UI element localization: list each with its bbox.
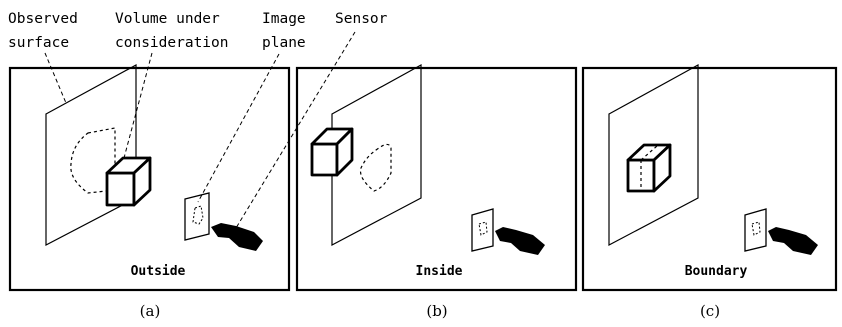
annotation-sensor: Sensor [335, 11, 388, 27]
sensor-camera [211, 223, 263, 251]
panel-sublabel-b: (b) [426, 302, 447, 320]
leader-observed-surface [44, 52, 67, 104]
panel-boundary: Boundary (c) [581, 63, 838, 320]
surface-projection [70, 127, 116, 194]
image-plane [744, 208, 767, 252]
image-plane [471, 208, 494, 252]
observed-surface [331, 63, 422, 246]
sensor-camera [768, 227, 818, 255]
image-projection [751, 221, 761, 236]
panel-outside: Outside (a) [8, 31, 356, 320]
volume-cube [105, 156, 152, 207]
panel-sublabel-c: (c) [700, 302, 720, 320]
image-projection [478, 221, 488, 236]
panel-sublabel-a: (a) [140, 302, 161, 320]
annotation-image-plane: Image plane [262, 11, 306, 51]
observed-surface [45, 63, 137, 246]
leader-image-plane [197, 53, 280, 203]
surface-projection [359, 143, 392, 192]
volume-cube [310, 127, 354, 177]
volume-line1: Volume under [115, 11, 220, 27]
observed-surface-line1: Observed [8, 11, 78, 27]
image-plane-line2: plane [262, 35, 306, 51]
image-plane [184, 192, 210, 241]
panel-frame [581, 66, 838, 292]
volume-cube [626, 143, 672, 193]
volume-line2: consideration [115, 35, 229, 51]
observed-surface-line2: surface [8, 35, 69, 51]
leader-sensor [235, 31, 356, 229]
panel-frame [295, 66, 578, 292]
sensor-label: Sensor [335, 11, 388, 27]
image-projection [192, 205, 204, 225]
annotation-observed-surface: Observed surface [8, 11, 78, 51]
panel-label-boundary: Boundary [685, 264, 748, 279]
panel-inside: Inside (b) [295, 63, 578, 320]
panel-frame [8, 66, 291, 292]
image-plane-line1: Image [262, 11, 306, 27]
observed-surface [608, 63, 699, 246]
panel-label-inside: Inside [416, 264, 463, 279]
panel-label-outside: Outside [131, 264, 186, 279]
sensor-camera [495, 227, 545, 255]
annotation-volume: Volume under consideration [115, 11, 229, 51]
